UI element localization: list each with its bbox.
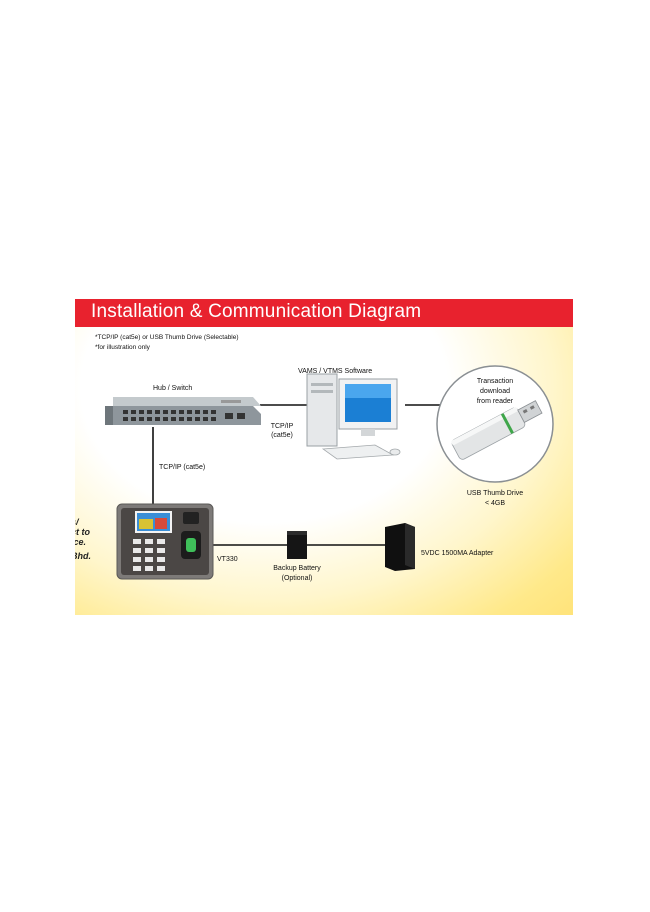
title-bar: Installation & Communication Diagram bbox=[75, 299, 573, 327]
adapter-label: 5VDC 1500MA Adapter bbox=[421, 550, 494, 557]
software-label: VAMS / VTMS Software bbox=[298, 368, 373, 375]
battery-label-line1: Backup Battery bbox=[273, 565, 321, 572]
tcp-pc-label-line1: TCP/IP bbox=[270, 423, 294, 430]
transaction-label-line1: Transaction bbox=[476, 378, 514, 385]
tcp-pc-label-line2: (cat5e) bbox=[271, 432, 293, 439]
desktop-pc-icon bbox=[306, 373, 401, 460]
side-text-line3: ice. bbox=[75, 537, 87, 547]
hub-label: Hub / Switch bbox=[153, 385, 193, 392]
note-illustration: *for illustration only bbox=[95, 344, 150, 351]
side-text-line1: s/ bbox=[75, 517, 79, 527]
adapter-icon bbox=[385, 523, 415, 571]
usb-drive-icon bbox=[436, 365, 554, 483]
transaction-label-line3: from reader bbox=[476, 398, 514, 405]
battery-icon bbox=[287, 531, 307, 559]
diagram-graphics bbox=[105, 365, 554, 580]
side-text-line4: Bhd. bbox=[75, 551, 91, 561]
side-text-line2: ct to bbox=[75, 527, 90, 537]
connection-lines bbox=[152, 404, 443, 546]
device-label: VT330 bbox=[217, 556, 238, 563]
diagram-title: Installation & Communication Diagram bbox=[91, 301, 422, 322]
battery-label-line2: (Optional) bbox=[281, 575, 313, 582]
tcp-hub-label: TCP/IP (cat5e) bbox=[159, 464, 206, 471]
transaction-label-line2: download bbox=[480, 388, 510, 395]
terminal-device-icon bbox=[116, 503, 214, 580]
hub-switch-icon bbox=[105, 397, 261, 425]
diagram-panel: Installation & Communication Diagram *TC… bbox=[75, 299, 573, 615]
usb-label-line2: < 4GB bbox=[484, 500, 506, 507]
usb-label-line1: USB Thumb Drive bbox=[466, 490, 524, 497]
note-connection: *TCP/IP (cat5e) or USB Thumb Drive (Sele… bbox=[95, 334, 239, 341]
